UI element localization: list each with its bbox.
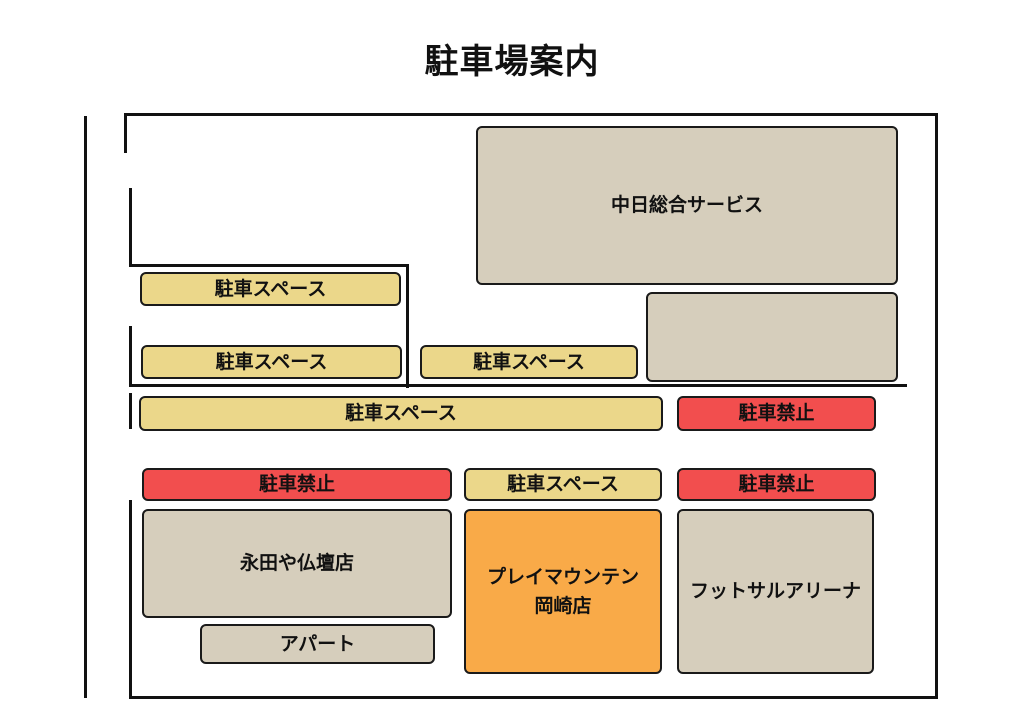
no-parking-zone-2: 駐車禁止 <box>142 468 452 501</box>
parking-space-5: 駐車スペース <box>464 468 662 501</box>
boundary-line <box>129 188 132 266</box>
boundary-line <box>129 393 132 429</box>
parking-space-3: 駐車スペース <box>420 345 638 379</box>
parking-space-label: 駐車スペース <box>215 350 328 373</box>
unlabeled-building <box>646 292 898 382</box>
parking-space-label: 駐車スペース <box>473 350 585 373</box>
apartment-label: アパート <box>279 632 356 655</box>
parking-space-label: 駐車スペース <box>214 277 327 300</box>
parking-space-1: 駐車スペース <box>140 272 401 306</box>
parking-space-label: 駐車スペース <box>507 473 619 496</box>
boundary-line <box>129 696 938 699</box>
boundary-line <box>84 116 87 698</box>
parking-space-label: 駐車スペース <box>345 402 457 425</box>
boundary-line <box>129 264 409 267</box>
parking-space-4: 駐車スペース <box>139 396 663 431</box>
boundary-line <box>406 264 409 388</box>
no-parking-zone-3: 駐車禁止 <box>677 468 876 501</box>
futsal-arena-building: フットサルアリーナ <box>677 509 874 674</box>
no-parking-label: 駐車禁止 <box>738 473 815 496</box>
nagata-butsudan-label: 永田や仏壇店 <box>239 552 354 575</box>
boundary-line <box>124 113 127 153</box>
play-mountain-okazaki-store: プレイマウンテン 岡崎店 <box>464 509 662 674</box>
no-parking-label: 駐車禁止 <box>258 473 335 496</box>
store-name-line-2: 岡崎店 <box>534 594 592 617</box>
no-parking-label: 駐車禁止 <box>738 402 815 425</box>
futsal-arena-label: フットサルアリーナ <box>689 580 861 603</box>
boundary-line <box>124 113 937 116</box>
boundary-line <box>129 500 132 698</box>
chunichi-sogo-service-label: 中日総合サービス <box>610 194 763 217</box>
nagata-butsudan-building: 永田や仏壇店 <box>142 509 452 618</box>
no-parking-zone-1: 駐車禁止 <box>677 396 876 431</box>
page-title: 駐車場案内 <box>424 42 600 82</box>
apartment-building: アパート <box>200 624 435 664</box>
boundary-line <box>129 326 132 386</box>
store-name-line-1: プレイマウンテン <box>486 566 639 588</box>
boundary-line <box>129 384 907 387</box>
boundary-line <box>935 113 938 699</box>
chunichi-sogo-service-building: 中日総合サービス <box>476 126 898 285</box>
parking-space-2: 駐車スペース <box>141 345 402 379</box>
